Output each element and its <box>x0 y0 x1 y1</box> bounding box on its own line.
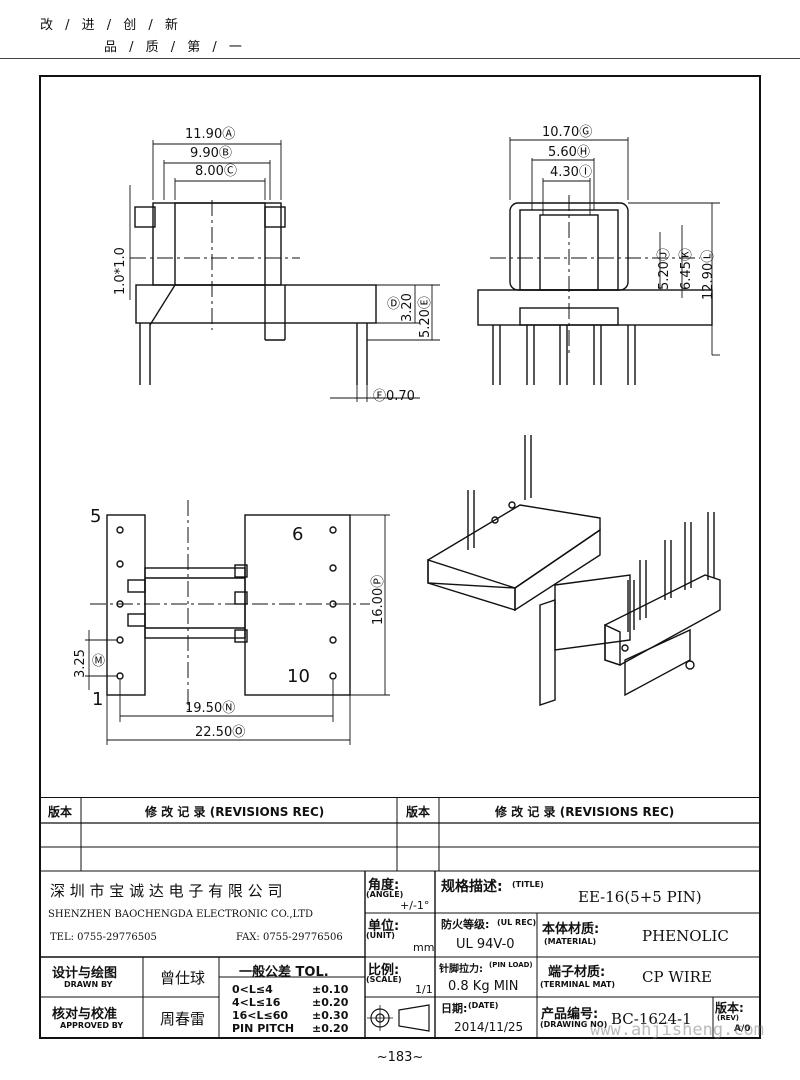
tolerance-value-1: ±0.10 <box>312 983 349 996</box>
spec-value: EE-16(5+5 PIN) <box>578 888 702 906</box>
slogan-line-2: 品 / 质 / 第 / 一 <box>104 40 246 55</box>
tolerance-range-4: PIN PITCH <box>232 1022 295 1035</box>
watermark: www.ahjisheng.com <box>590 1020 764 1040</box>
drawn-label: 设计与绘图 <box>52 966 118 981</box>
isometric-view <box>427 435 721 706</box>
terminal-label: 端子材质: <box>548 965 606 980</box>
side-dim-i: 4.30Ⓘ <box>550 165 592 180</box>
pin-label-5: 5 <box>90 506 101 527</box>
approved-label: 核对与校准 <box>52 1007 118 1022</box>
tolerance-value-4: ±0.20 <box>312 1022 349 1035</box>
material-label-en: (MATERIAL) <box>544 937 597 946</box>
front-dim-f: Ⓕ0.70 <box>373 389 415 404</box>
front-dim-c: 8.00Ⓒ <box>195 164 237 179</box>
unit-label: 单位: <box>368 919 400 934</box>
drawn-value: 曾仕球 <box>160 969 206 987</box>
pinload-label: 针脚拉力: <box>439 964 483 975</box>
side-dim-g: 10.70Ⓖ <box>542 125 592 140</box>
rev-value: A/0 <box>734 1024 751 1034</box>
rev-col-records-1: 修 改 记 录 (REVISIONS REC) <box>145 805 325 819</box>
bottom-view <box>85 500 390 745</box>
scale-label-en: (SCALE) <box>366 975 402 984</box>
scale-value: 1/1 <box>415 983 433 996</box>
terminal-label-en: (TERMINAL MAT) <box>540 980 616 989</box>
terminal-value: CP WIRE <box>642 968 712 986</box>
tolerance-range-1: 0<L≤4 <box>232 983 273 996</box>
pin-label-6: 6 <box>292 524 303 545</box>
unit-label-en: (UNIT) <box>366 931 395 940</box>
side-dim-h: 5.60Ⓗ <box>548 145 590 160</box>
rev-col-version-2: 版本 <box>406 805 431 819</box>
rev-col-records-2: 修 改 记 录 (REVISIONS REC) <box>495 805 675 819</box>
bottom-dim-n: 19.50Ⓝ <box>185 701 235 716</box>
pin-label-1: 1 <box>92 689 103 710</box>
rev-label-en: (REV) <box>717 1014 739 1022</box>
rev-col-version-1: 版本 <box>48 805 73 819</box>
drawingno-value: BC-1624-1 <box>611 1010 692 1028</box>
drawn-label-en: DRAWN BY <box>64 980 113 989</box>
ul-value: UL 94V-0 <box>456 937 515 952</box>
header-rule <box>0 58 800 59</box>
rev-label: 版本: <box>715 1001 744 1015</box>
tolerance-title: 一般公差 TOL. <box>239 965 329 980</box>
material-label: 本体材质: <box>542 922 600 937</box>
approved-label-en: APPROVED BY <box>60 1021 124 1030</box>
title-block-lines <box>39 797 761 1039</box>
tolerance-value-2: ±0.20 <box>312 996 349 1009</box>
drawingno-label-en: (DRAWING NO) <box>540 1020 608 1029</box>
front-dim-b: 9.90Ⓑ <box>190 146 232 161</box>
tolerance-range-3: 16<L≤60 <box>232 1009 289 1022</box>
angle-label: 角度: <box>368 878 400 893</box>
date-label-en: (DATE) <box>468 1001 499 1010</box>
angle-value: +/-1° <box>400 899 430 912</box>
spec-label-en: (TITLE) <box>512 880 544 889</box>
tolerance-range-2: 4<L≤16 <box>232 996 281 1009</box>
front-view <box>129 140 440 402</box>
ul-label-en: (UL REC) <box>497 918 537 927</box>
front-dim-d-label: Ⓓ <box>387 297 400 312</box>
side-view <box>477 137 720 385</box>
approved-value: 周春雷 <box>160 1010 206 1028</box>
technical-drawing: 11.90Ⓐ 9.90Ⓑ 8.00Ⓒ 1.0*1.0 3.20 5.20Ⓔ Ⓓ … <box>73 125 721 745</box>
angle-label-en: (ANGLE) <box>366 890 404 899</box>
front-dim-a: 11.90Ⓐ <box>185 127 235 142</box>
bottom-dim-p: 16.00Ⓟ <box>371 575 386 625</box>
company-name-en: SHENZHEN BAOCHENGDA ELECTRONIC CO.,LTD <box>48 909 314 920</box>
material-value: PHENOLIC <box>642 927 729 945</box>
company-fax: FAX: 0755-29776506 <box>236 932 343 943</box>
pinload-value: 0.8 Kg MIN <box>448 979 519 994</box>
front-dim-d: 3.20 <box>400 293 415 322</box>
date-value: 2014/11/25 <box>454 1020 524 1034</box>
tolerance-value-3: ±0.30 <box>312 1009 349 1022</box>
scale-label: 比例: <box>368 963 400 978</box>
ul-label: 防火等级: <box>441 918 490 931</box>
front-dim-chamfer: 1.0*1.0 <box>113 247 128 295</box>
company-tel: TEL: 0755-29776505 <box>50 932 157 943</box>
bottom-dim-o: 22.50Ⓞ <box>195 725 245 740</box>
spec-label: 规格描述: <box>441 879 503 895</box>
front-dim-e: 5.20Ⓔ <box>418 296 433 338</box>
slogan-line-1: 改 / 进 / 创 / 新 <box>40 18 182 33</box>
pin-label-10: 10 <box>287 666 310 687</box>
unit-value: mm <box>413 941 435 954</box>
side-dim-l: 12.90Ⓛ <box>701 250 716 300</box>
side-dim-j: 5.20Ⓙ <box>657 248 672 290</box>
date-label: 日期: <box>441 1002 468 1015</box>
pinload-label-en: (PIN LOAD) <box>489 961 533 969</box>
side-dim-k: 6.45Ⓚ <box>679 248 694 290</box>
drawingno-label: 产品编号: <box>541 1007 599 1022</box>
page-number: ~183~ <box>376 1050 424 1065</box>
bottom-dim-m: Ⓜ <box>92 654 105 669</box>
bottom-dim-pitch: 3.25 <box>73 649 88 678</box>
company-name-cn: 深 圳 市 宝 诚 达 电 子 有 限 公 司 <box>50 882 283 900</box>
